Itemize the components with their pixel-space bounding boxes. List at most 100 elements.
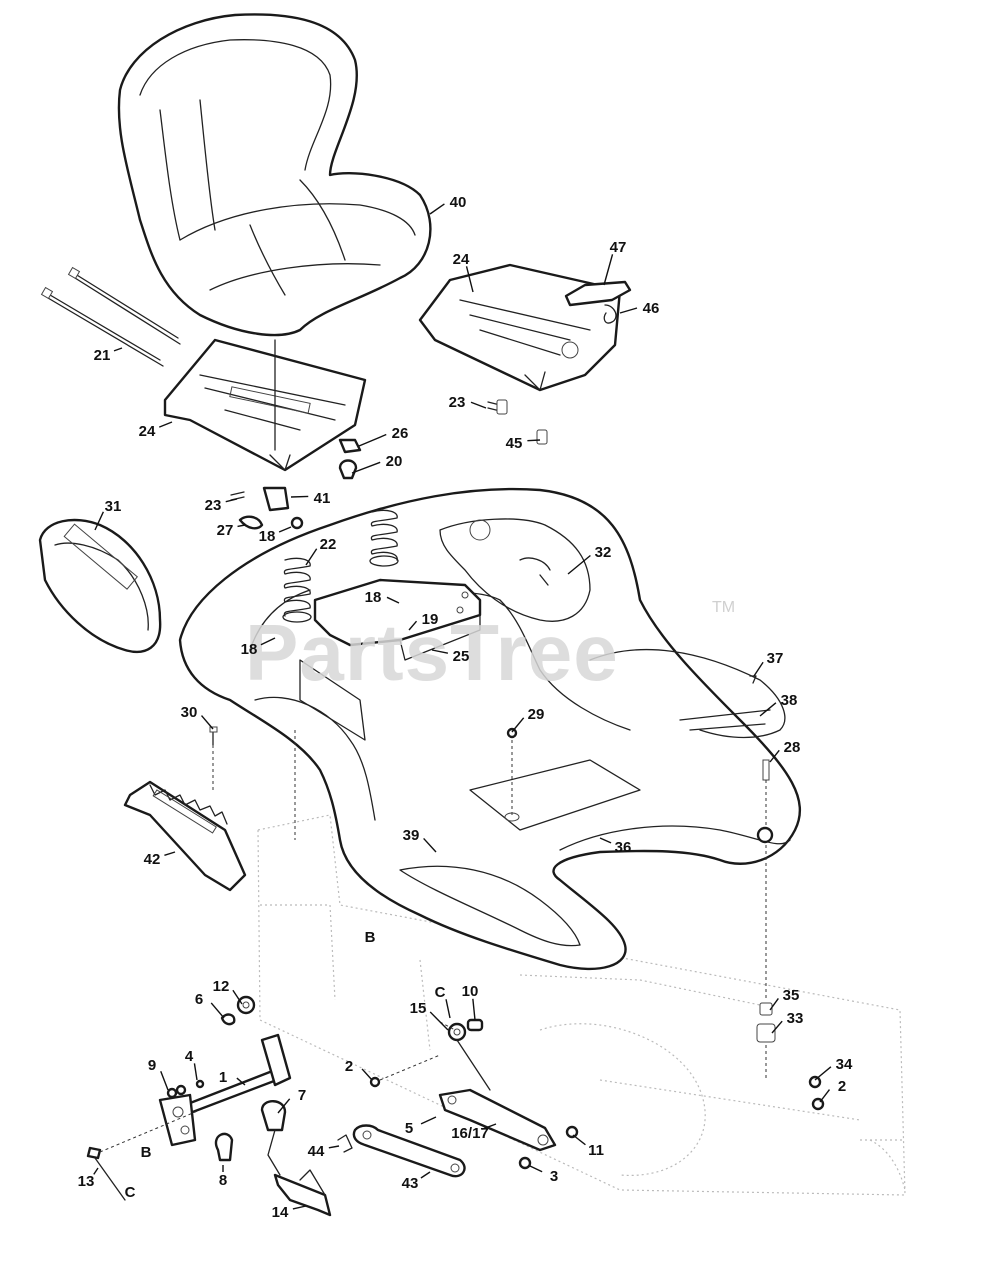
callout-leader-21 <box>113 347 123 352</box>
seat-hardware <box>230 399 548 530</box>
callout-leader-23 <box>225 498 238 503</box>
callout-label-32: 32 <box>595 544 612 561</box>
callout-label-24: 24 <box>453 251 470 268</box>
callout-label-20: 20 <box>386 453 403 470</box>
callout-leader-38 <box>759 702 777 717</box>
callout-leader-34 <box>814 1066 832 1081</box>
callout-leader-3 <box>529 1165 543 1173</box>
seat <box>117 13 432 337</box>
callout-label-1: 1 <box>219 1069 227 1086</box>
callout-label-29: 29 <box>528 706 545 723</box>
callout-label-2: 2 <box>345 1058 353 1075</box>
callout-label-41: 41 <box>314 490 331 507</box>
callout-label-8: 8 <box>219 1172 227 1189</box>
callout-leader-28 <box>769 749 780 763</box>
height-adjust-bracket <box>123 780 247 892</box>
callout-label-44: 44 <box>308 1143 325 1160</box>
callout-label-9: 9 <box>148 1057 156 1074</box>
callout-label-3: 3 <box>550 1168 558 1185</box>
callout-label-31: 31 <box>105 498 122 515</box>
callout-leader-18 <box>260 637 276 646</box>
callout-label-39: 39 <box>403 827 420 844</box>
callout-label-38: 38 <box>781 692 798 709</box>
callout-leader-44 <box>328 1145 340 1149</box>
seat-bracket <box>313 578 482 661</box>
callout-label-28: 28 <box>784 739 801 756</box>
callout-label-23: 23 <box>205 497 222 514</box>
callout-label-7: 7 <box>298 1087 306 1104</box>
callout-label-40: 40 <box>450 194 467 211</box>
callout-label-13: 13 <box>78 1173 95 1190</box>
tractor-frame-outline <box>257 814 906 1196</box>
callout-leader-36 <box>599 837 612 844</box>
callout-leader-27 <box>237 524 246 528</box>
seat-springs <box>282 509 399 623</box>
linkage-parts <box>86 995 579 1217</box>
seat-pan-left <box>163 338 367 472</box>
callout-leader-16-17 <box>482 1123 497 1130</box>
callout-label-34: 34 <box>836 1056 853 1073</box>
callout-leader-30 <box>200 715 214 730</box>
callout-leader-15 <box>429 1011 449 1031</box>
callout-leader-18 <box>278 526 292 533</box>
callout-leader-C <box>445 999 451 1019</box>
callout-leader-20 <box>351 461 381 474</box>
callout-leader-33 <box>771 1020 783 1034</box>
callout-leader-35 <box>769 998 779 1011</box>
callout-leader-7 <box>277 1098 291 1114</box>
callout-leader-12 <box>232 989 243 1005</box>
callout-leader-14 <box>292 1205 307 1210</box>
callout-label-47: 47 <box>610 239 627 256</box>
left-side-panel <box>38 518 162 654</box>
callout-leader-23 <box>470 401 487 409</box>
callout-label-12: 12 <box>213 978 230 995</box>
callout-leader-2 <box>819 1089 831 1103</box>
callout-leader-47 <box>603 254 614 286</box>
callout-leader-37 <box>753 661 764 677</box>
callout-label-5: 5 <box>405 1120 413 1137</box>
callout-label-18: 18 <box>241 641 258 658</box>
callout-label-11: 11 <box>588 1142 604 1159</box>
callout-leader-43 <box>420 1171 431 1179</box>
callout-leader-6 <box>210 1002 225 1019</box>
partstree-watermark: PartsTree <box>245 608 619 697</box>
callout-leader-46 <box>619 307 638 314</box>
watermark-trademark: TM <box>712 599 735 616</box>
callout-leader-4 <box>193 1063 198 1081</box>
callout-label-B: B <box>141 1144 152 1161</box>
slide-lever <box>564 280 632 324</box>
callout-label-22: 22 <box>320 536 337 553</box>
callout-label-4: 4 <box>185 1048 194 1065</box>
callout-leader-18 <box>386 596 400 604</box>
callout-leader-11 <box>572 1134 586 1146</box>
callout-leader-19 <box>408 620 418 631</box>
callout-label-C: C <box>435 984 446 1001</box>
callout-leader-39 <box>423 837 437 853</box>
callout-label-42: 42 <box>144 851 161 868</box>
callout-label-10: 10 <box>462 983 479 1000</box>
callout-leader-29 <box>511 717 525 733</box>
callout-label-B: B <box>365 929 376 946</box>
callout-leader-22 <box>305 548 318 566</box>
callout-label-30: 30 <box>181 704 198 721</box>
callout-label-36: 36 <box>615 839 632 856</box>
callout-leader-5 <box>420 1116 437 1125</box>
callout-leader-10 <box>472 998 476 1021</box>
callout-label-33: 33 <box>787 1010 804 1027</box>
callout-leader-1 <box>236 1077 246 1086</box>
callout-leader-42 <box>164 851 176 856</box>
callout-leader-41 <box>290 495 309 498</box>
callout-leader-24 <box>158 421 173 428</box>
callout-label-43: 43 <box>402 1175 419 1192</box>
callout-leader-9 <box>160 1070 169 1091</box>
callout-label-C: C <box>125 1184 136 1201</box>
callout-label-27: 27 <box>217 522 234 539</box>
callout-label-2: 2 <box>838 1078 846 1095</box>
callout-label-16-17: 16/17 <box>451 1125 489 1142</box>
callout-leader-2 <box>361 1068 373 1081</box>
callout-label-19: 19 <box>422 611 439 628</box>
callout-label-18: 18 <box>259 528 276 545</box>
cable-ties <box>40 266 181 367</box>
callout-label-35: 35 <box>783 987 800 1004</box>
